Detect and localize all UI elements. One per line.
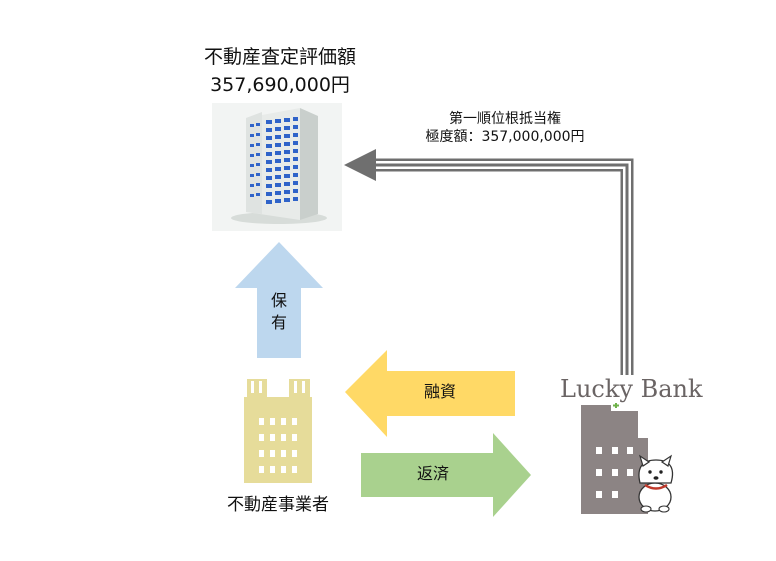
bank-name-logo: Lucky Bank: [560, 375, 703, 403]
appraisal-value: 357,690,000円: [210, 74, 350, 96]
repayment-arrow: [361, 433, 531, 517]
bank-building: [581, 405, 648, 514]
ownership-arrow: [235, 242, 323, 358]
ownership-label-2: 有: [270, 313, 287, 332]
mortgage-title: 第一順位根抵当権: [449, 111, 561, 127]
loan-label: 融資: [423, 382, 456, 401]
mortgage-connector-arrow: [344, 149, 634, 375]
ownership-label-1: 保: [270, 291, 287, 310]
office-building-image: [212, 103, 342, 231]
company-label: 不動産事業者: [227, 495, 329, 515]
dog-mascot-icon: [638, 454, 674, 513]
appraisal-label: 不動産査定評価額: [203, 46, 356, 68]
mortgage-limit: 極度額：357,000,000円: [425, 129, 585, 145]
real-estate-company-building: [244, 379, 312, 483]
bank-logo-sparkle-icon: [613, 403, 619, 408]
repayment-label: 返済: [416, 464, 449, 483]
loan-arrow: [345, 350, 515, 437]
